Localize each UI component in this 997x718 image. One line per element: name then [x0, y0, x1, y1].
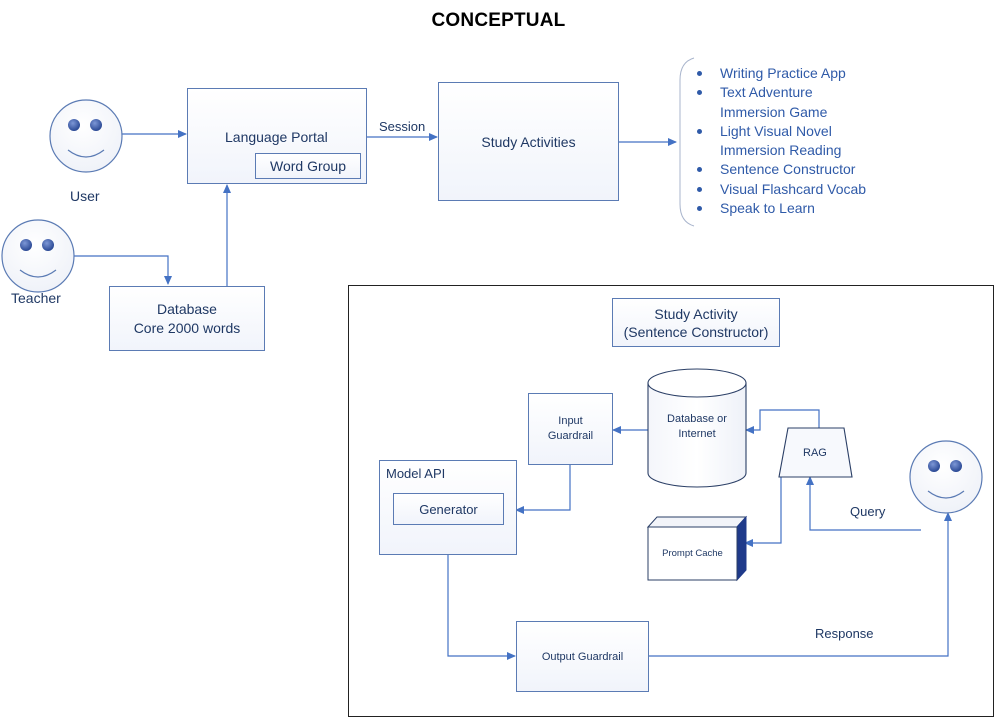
list-item: Light Visual Novel Immersion Reading — [696, 122, 855, 161]
list-item: Text Adventure Immersion Game — [696, 83, 840, 122]
database-internet-text: Database or Internet — [648, 412, 746, 442]
user-face-icon — [49, 99, 123, 173]
session-label: Session — [379, 119, 426, 134]
word-group-label: Word Group — [270, 158, 346, 174]
query-label: Query — [850, 504, 886, 519]
sentence-constructor-frame — [348, 285, 994, 717]
user-label: User — [70, 188, 100, 204]
language-portal-box: Language Portal Word Group — [187, 88, 367, 184]
list-brace — [679, 57, 695, 227]
study-activity-box: Study Activity (Sentence Constructor) — [612, 298, 780, 347]
study-activity-line1: Study Activity — [654, 305, 738, 322]
arrow-rag-to-cache — [744, 476, 782, 547]
teacher-face-icon — [1, 219, 75, 293]
teacher-label: Teacher — [11, 290, 61, 306]
arrow-rag-to-db — [745, 409, 820, 434]
list-item: Sentence Constructor — [696, 160, 866, 179]
study-activities-label: Study Activities — [481, 133, 576, 150]
study-activities-box: Study Activities — [438, 82, 619, 201]
database-internet-line2: Internet — [678, 428, 716, 440]
page-title: CONCEPTUAL — [431, 10, 566, 31]
arrow-input-guardrail-to-generator — [515, 465, 571, 514]
arrow-model-to-output — [447, 555, 516, 660]
input-guardrail-box: Input Guardrail — [528, 393, 613, 465]
model-api-box: Model API Generator — [379, 460, 517, 555]
arrow-teacher-to-database — [74, 255, 172, 285]
language-portal-label: Language Portal — [225, 129, 328, 145]
database-cylinder-icon — [647, 368, 747, 488]
list-item: Writing Practice App — [696, 64, 866, 83]
activities-list: Writing Practice App Text Adventure Imme… — [696, 64, 866, 218]
database-core-box: Database Core 2000 words — [109, 286, 265, 351]
prompt-cache-label: Prompt Cache — [662, 548, 723, 559]
prompt-cache-text: Prompt Cache — [648, 527, 737, 580]
end-user-face-icon — [909, 440, 983, 514]
arrow-output-to-user — [648, 512, 952, 657]
list-item: Speak to Learn — [696, 199, 866, 218]
word-group-box: Word Group — [255, 153, 361, 179]
database-internet-line1: Database or — [667, 413, 727, 425]
list-item: Visual Flashcard Vocab — [696, 180, 866, 199]
database-core-line1: Database — [157, 300, 217, 317]
generator-label: Generator — [419, 501, 478, 517]
arrow-query-to-rag — [806, 476, 921, 531]
study-activity-line2: (Sentence Constructor) — [623, 323, 769, 340]
response-label: Response — [815, 626, 874, 641]
rag-label: RAG — [803, 447, 827, 459]
rag-trapezoid-icon — [778, 427, 853, 478]
output-guardrail-box: Output Guardrail — [516, 621, 649, 692]
input-guardrail-line2: Guardrail — [547, 430, 594, 442]
database-core-line2: Core 2000 words — [133, 319, 241, 336]
generator-box: Generator — [393, 493, 504, 525]
prompt-cache-box-icon — [646, 515, 748, 582]
input-guardrail-line1: Input — [558, 415, 583, 427]
output-guardrail-label: Output Guardrail — [541, 650, 624, 663]
model-api-label: Model API — [386, 466, 446, 481]
